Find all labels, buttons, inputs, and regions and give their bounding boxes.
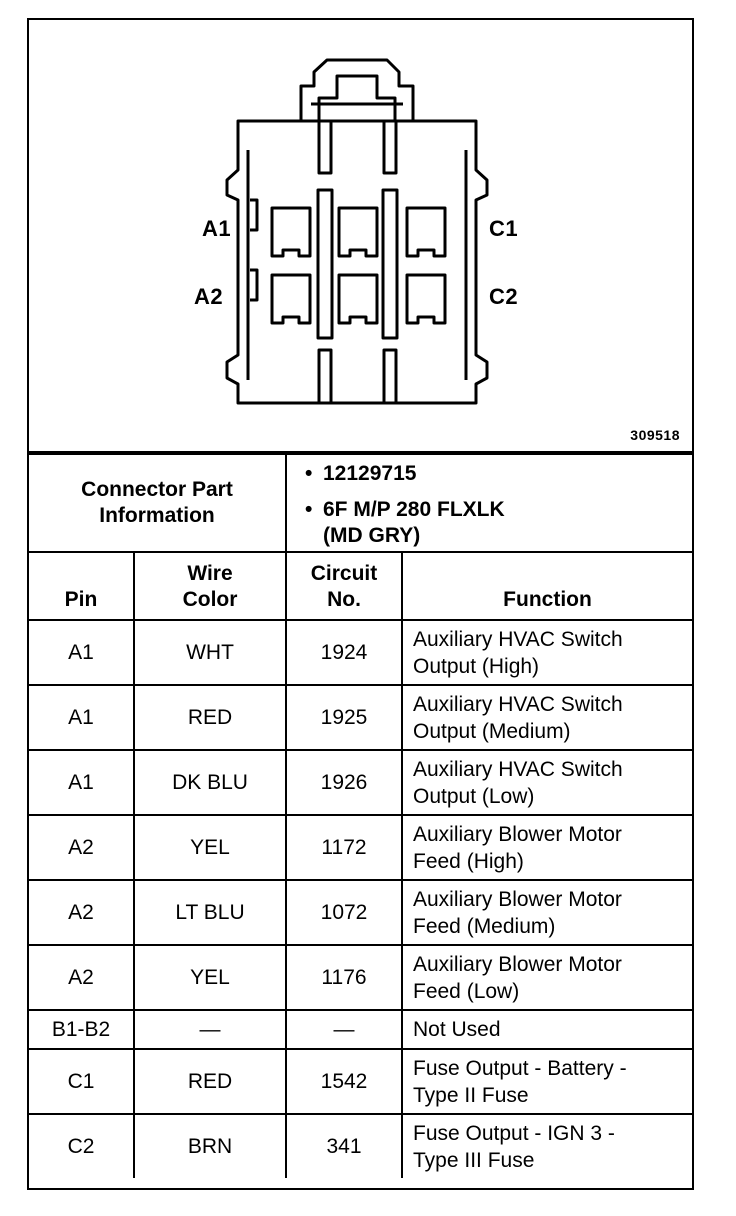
pin-cell: C1 [29, 1048, 135, 1115]
connector-info-label-line2: Information [99, 504, 215, 527]
connector-info-label-line1: Connector Part [81, 478, 233, 501]
pin-cell: A1 [29, 619, 135, 686]
pin-cell: A1 [29, 684, 135, 751]
pin-cell: C2 [29, 1113, 135, 1178]
wire-color-cell: LT BLU [133, 879, 287, 946]
header-wire-color: Wire Color [133, 551, 287, 621]
circuit-cell: 1925 [285, 684, 403, 751]
connector-info-label: Connector Part Information [29, 453, 287, 553]
function-cell: Not Used [400, 1009, 693, 1050]
pin-cell: A2 [29, 944, 135, 1011]
bullet-icon: • [305, 462, 313, 485]
circuit-cell: 1542 [285, 1048, 403, 1115]
connector-info-values: • 12129715 • 6F M/P 280 FLXLK (MD GRY) [284, 453, 693, 553]
header-pin: Pin [29, 551, 135, 621]
circuit-cell: 1176 [285, 944, 403, 1011]
wire-color-cell: YEL [133, 814, 287, 881]
function-cell: Fuse Output - IGN 3 -Type III Fuse [400, 1113, 693, 1178]
circuit-cell: 1926 [285, 749, 403, 816]
description-line2: (MD GRY) [323, 524, 421, 547]
bullet-icon: • [305, 498, 313, 521]
circuit-cell: 341 [285, 1113, 403, 1178]
pin-label-a1: A1 [202, 216, 232, 241]
pin-label-a2: A2 [194, 284, 224, 309]
pin-cell: A1 [29, 749, 135, 816]
header-function: Function [400, 551, 693, 621]
circuit-cell: 1072 [285, 879, 403, 946]
header-circuit: Circuit No. [285, 551, 403, 621]
connector-face-drawing [225, 58, 489, 405]
wire-color-cell: YEL [133, 944, 287, 1011]
wire-color-cell: WHT [133, 619, 287, 686]
wire-color-cell: — [133, 1009, 287, 1050]
wire-color-cell: RED [133, 1048, 287, 1115]
table-row: B1-B2 — — Not Used [29, 1009, 693, 1050]
part-number: 12129715 [323, 462, 417, 485]
function-cell: Fuse Output - Battery -Type II Fuse [400, 1048, 693, 1115]
figure-number: 309518 [630, 427, 680, 443]
connector-table: Connector Part Information • 12129715 • … [29, 453, 693, 1178]
pin-cell: A2 [29, 814, 135, 881]
pin-cell: A2 [29, 879, 135, 946]
table-header-row: Pin Wire Color Circuit No. Function [29, 551, 693, 621]
connector-info-row: Connector Part Information • 12129715 • … [29, 453, 693, 553]
connector-diagram: A1 A2 C1 C2 309518 [29, 20, 692, 453]
pin-label-c2: C2 [489, 284, 519, 309]
pin-label-c1: C1 [489, 216, 519, 241]
table-row: C1 RED 1542 Fuse Output - Battery -Type … [29, 1048, 693, 1115]
description-line1: 6F M/P 280 FLXLK [323, 498, 505, 521]
part-number-item: • 12129715 [305, 461, 692, 487]
circuit-cell: 1172 [285, 814, 403, 881]
wire-color-cell: RED [133, 684, 287, 751]
circuit-cell: — [285, 1009, 403, 1050]
wire-color-cell: BRN [133, 1113, 287, 1178]
document-frame: A1 A2 C1 C2 309518 Connector Part Inform… [27, 18, 694, 1190]
circuit-cell: 1924 [285, 619, 403, 686]
table-row: C2 BRN 341 Fuse Output - IGN 3 -Type III… [29, 1113, 693, 1178]
pin-cell: B1-B2 [29, 1009, 135, 1050]
wire-color-cell: DK BLU [133, 749, 287, 816]
description-item: • 6F M/P 280 FLXLK [305, 497, 692, 523]
